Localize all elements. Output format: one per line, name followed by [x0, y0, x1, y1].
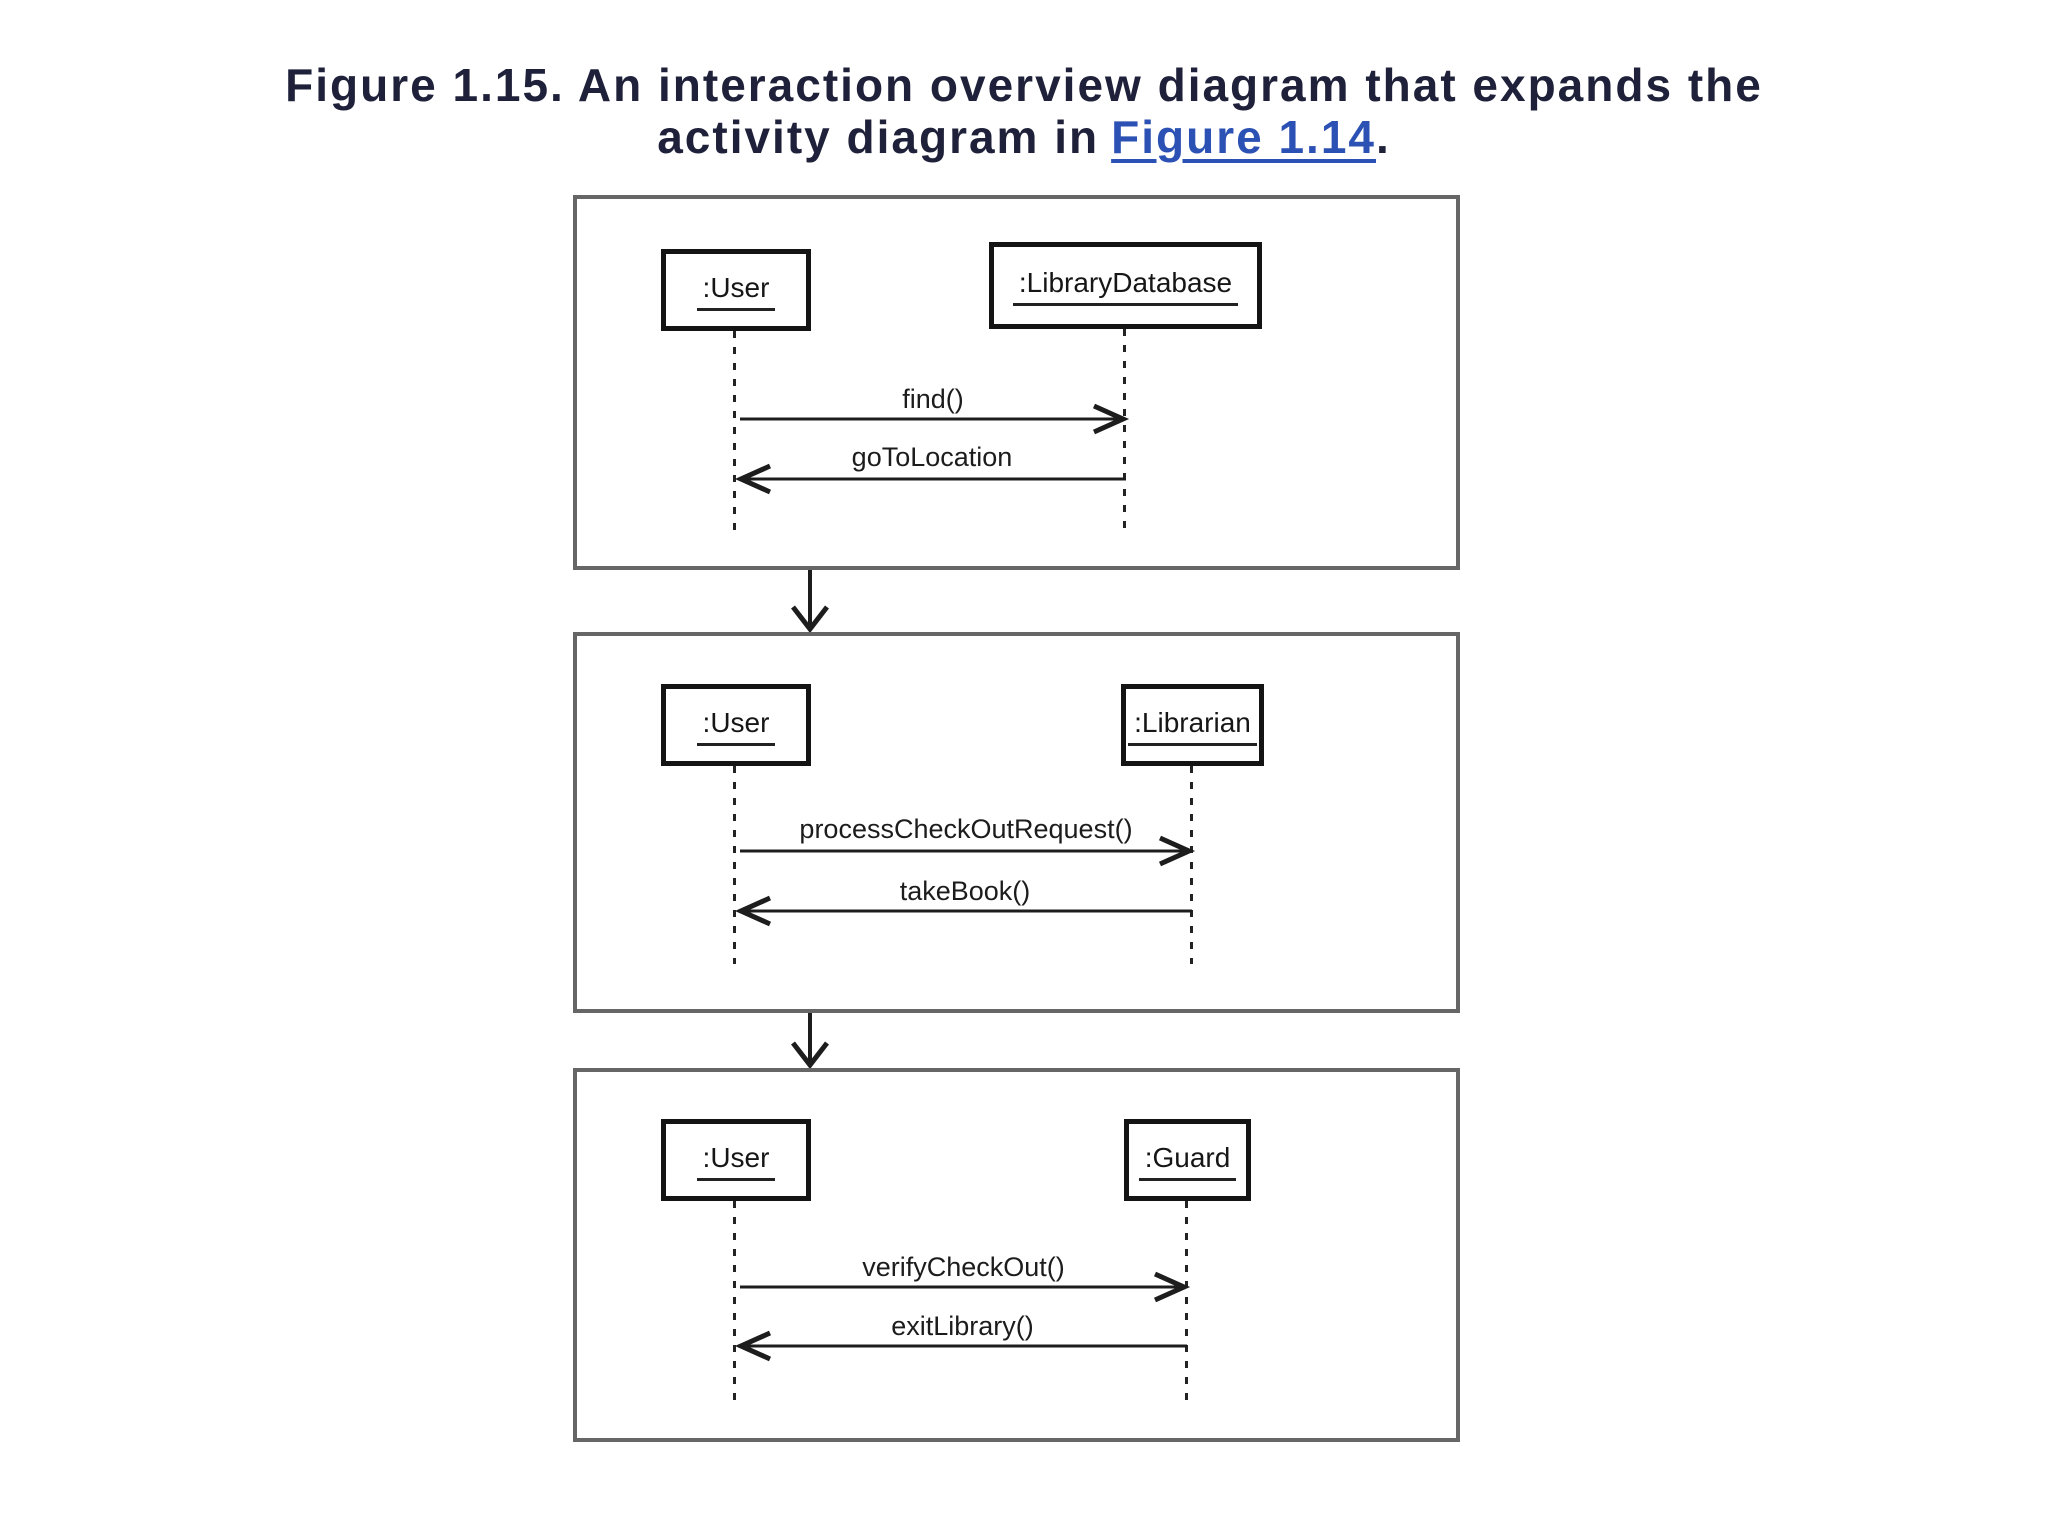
interaction-frame-1: :User :LibraryDatabase find() goToLocati… [573, 195, 1460, 570]
lifeline-user-2 [733, 766, 736, 964]
object-box-guard: :Guard [1124, 1119, 1251, 1201]
lifeline-user-1 [733, 331, 736, 531]
message-label-takebook: takeBook() [899, 876, 1031, 906]
object-name-user-2: :User [696, 705, 776, 746]
object-name-user-3: :User [696, 1140, 776, 1181]
object-name-guard: :Guard [1138, 1140, 1237, 1181]
object-name-librarydatabase: :LibraryDatabase [1012, 265, 1239, 306]
object-box-user-1: :User [661, 249, 811, 331]
object-box-librarian: :Librarian [1121, 684, 1264, 766]
caption-period: . [1376, 111, 1391, 163]
message-arrow-gotolocation-left-icon [734, 463, 1126, 495]
object-box-user-3: :User [661, 1119, 811, 1201]
flow-down-arrow-1-icon [791, 570, 829, 634]
message-arrow-takebook-left-icon [734, 895, 1192, 927]
message-arrow-verifycheckout-right-icon [740, 1271, 1191, 1303]
flow-down-arrow-2-icon [791, 1013, 829, 1070]
interaction-frame-2: :User :Librarian processCheckOutRequest(… [573, 632, 1460, 1013]
object-name-user-1: :User [696, 270, 776, 311]
object-box-librarydatabase: :LibraryDatabase [989, 242, 1262, 329]
message-label-verifycheckout: verifyCheckOut() [862, 1252, 1065, 1282]
interaction-frame-3: :User :Guard verifyCheckOut() exitLibrar… [573, 1068, 1460, 1442]
message-arrow-find-right-icon [740, 403, 1130, 435]
figure-1-14-link[interactable]: Figure 1.14 [1111, 111, 1376, 163]
lifeline-librarydatabase [1123, 329, 1126, 531]
object-box-user-2: :User [661, 684, 811, 766]
message-label-processcheckoutrequest: processCheckOutRequest() [799, 814, 1133, 844]
message-arrow-exitlibrary-left-icon [734, 1330, 1187, 1362]
message-label-gotolocation: goToLocation [851, 442, 1013, 472]
lifeline-librarian [1190, 766, 1193, 964]
lifeline-guard [1185, 1201, 1188, 1402]
message-label-find: find() [902, 384, 964, 414]
lifeline-user-3 [733, 1201, 736, 1402]
message-label-exitlibrary: exitLibrary() [891, 1311, 1034, 1341]
figure-caption-line-1: Figure 1.15. An interaction overview dia… [285, 59, 1763, 111]
message-arrow-processcheckoutrequest-right-icon [740, 835, 1196, 867]
object-name-librarian: :Librarian [1128, 705, 1257, 746]
figure-caption-line-2-text: activity diagram in [657, 111, 1100, 163]
